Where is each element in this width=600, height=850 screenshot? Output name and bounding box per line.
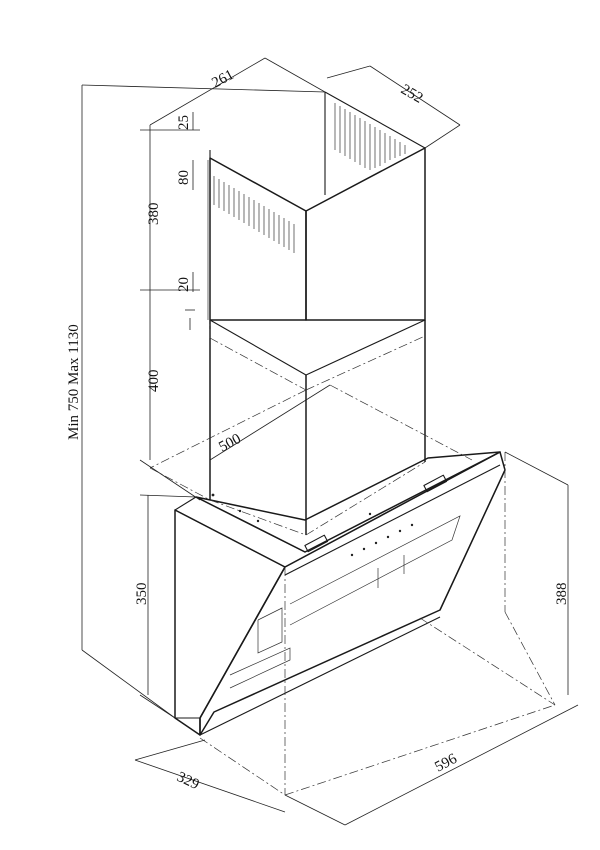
upper-back-vents (334, 103, 406, 170)
dim-top-depth: 252 (398, 82, 425, 107)
upper-chimney-right-face (305, 147, 426, 321)
dim-gap-top: 25 (176, 115, 192, 130)
lower-chimney (209, 319, 426, 535)
dim-hood-width: 596 (432, 751, 460, 776)
dim-upper-chimney: 380 (146, 203, 162, 226)
upper-chimney (207, 91, 426, 321)
dim-vent-height: 80 (176, 170, 192, 185)
lower-chimney-top-seam (209, 319, 426, 376)
dimension-lines (81, 57, 579, 826)
construction-lines (149, 384, 556, 796)
dim-hood-front-height: 388 (554, 583, 570, 606)
bracket-left (304, 534, 329, 553)
upper-left-vents (213, 176, 295, 253)
hood-body (174, 451, 506, 736)
upper-chimney-left-face (209, 157, 307, 321)
dim-hood-depth: 329 (174, 769, 201, 793)
dim-hood-height: 350 (134, 583, 150, 606)
dimension-labels: 261 252 25 80 380 20 400 500 Min 750 Max… (66, 67, 570, 793)
upper-back-top-edge (324, 91, 426, 149)
dim-lower-chimney: 400 (146, 370, 162, 393)
dim-total-height: Min 750 Max 1130 (66, 324, 82, 440)
hood-top-plate (195, 451, 501, 553)
bracket-right (423, 474, 448, 493)
control-panel (350, 523, 414, 557)
dim-overlap: 20 (176, 277, 192, 292)
dim-chimney-diag: 500 (216, 431, 243, 456)
hood-glass-front (199, 451, 506, 736)
